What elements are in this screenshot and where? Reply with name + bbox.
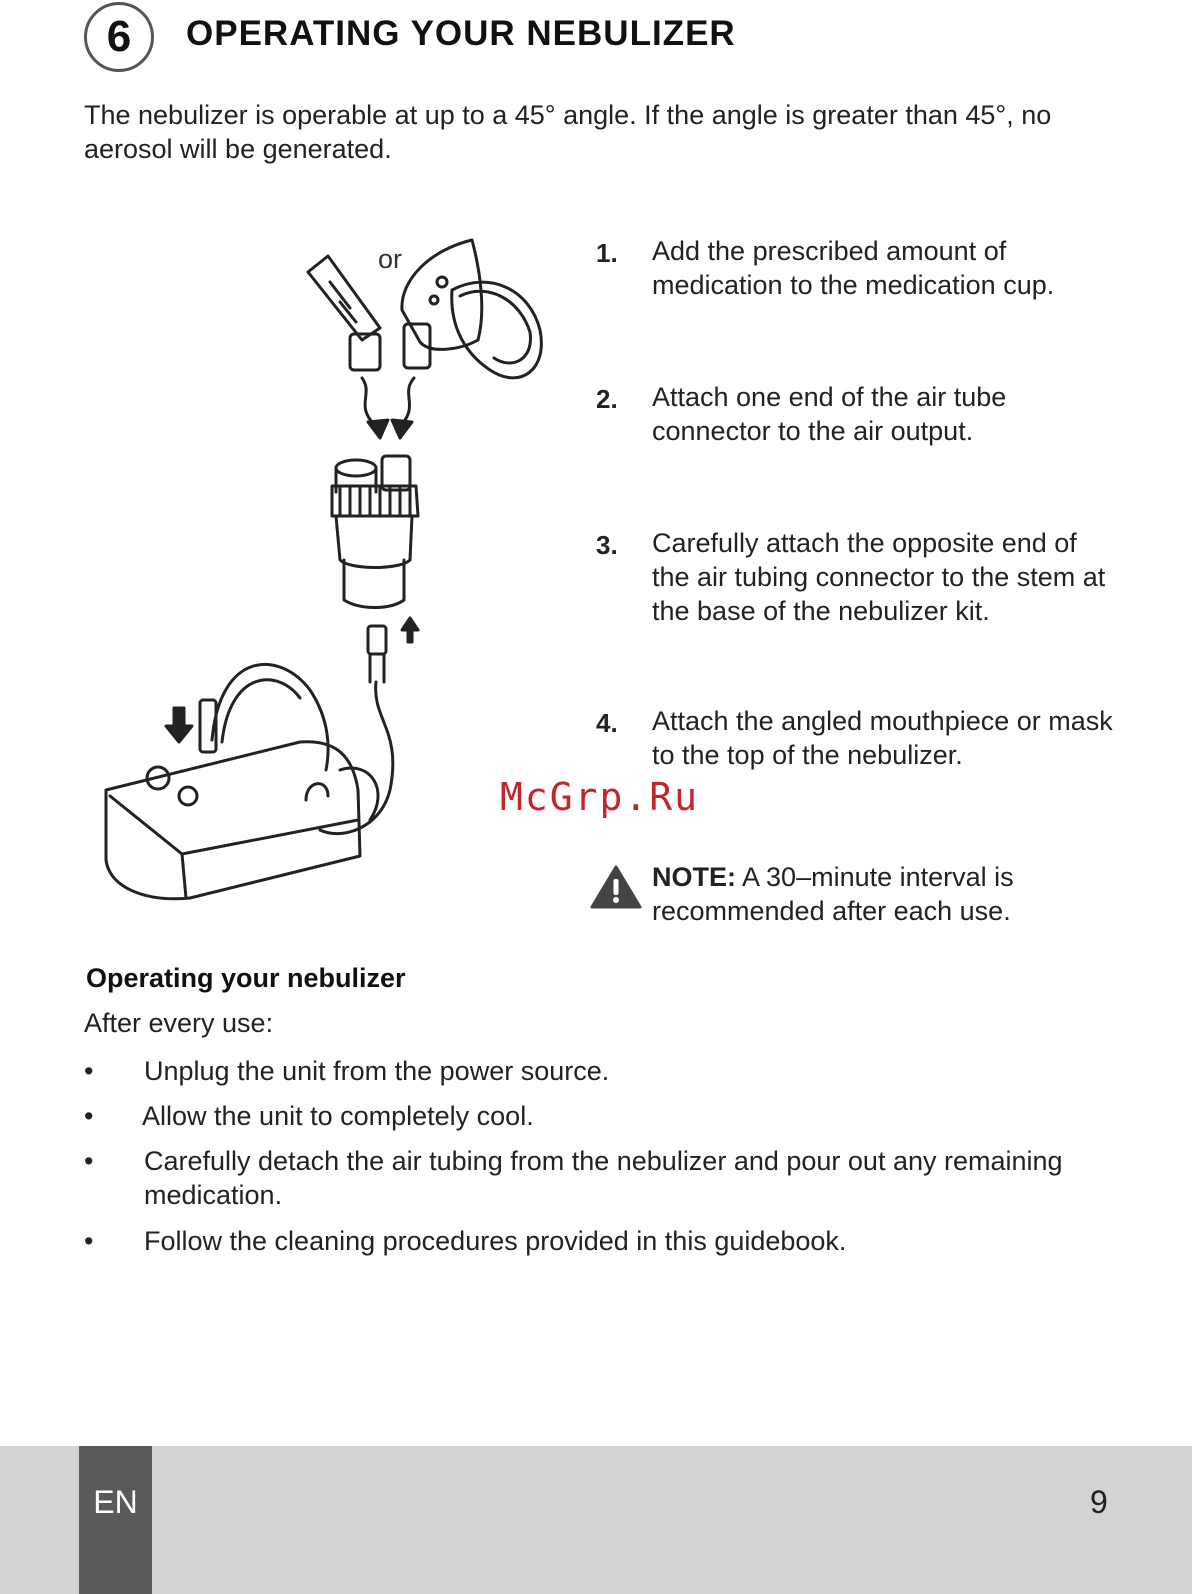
list-item-text: Carefully detach the air tubing from the… xyxy=(144,1146,1063,1210)
bullet-icon: • xyxy=(84,1101,94,1131)
step-3-number: 3. xyxy=(596,530,618,560)
list-item-text: Unplug the unit from the power source. xyxy=(144,1056,610,1086)
or-label: or xyxy=(378,244,403,274)
arrow-up xyxy=(400,616,420,644)
step-4-number: 4. xyxy=(596,708,618,738)
sub-heading: Operating your nebulizer xyxy=(86,963,406,993)
language-tab: EN xyxy=(79,1446,152,1594)
bullet-icon: • xyxy=(84,1226,94,1256)
mask-drawing xyxy=(400,238,543,380)
tube-connector-drawing xyxy=(210,624,395,836)
note-text: NOTE: A 30–minute interval is recommende… xyxy=(652,860,1114,928)
bullet-icon: • xyxy=(84,1056,94,1086)
bullet-icon: • xyxy=(84,1146,94,1176)
step-4-text: Attach the angled mouthpiece or mask to … xyxy=(652,706,1113,770)
list-item-text: Allow the unit to completely cool. xyxy=(142,1101,534,1131)
insert-arrows xyxy=(360,376,416,440)
compressor-drawing xyxy=(104,698,380,901)
note-body: A 30–minute interval is recommended afte… xyxy=(652,862,1014,926)
intro-paragraph: The nebulizer is operable at up to a 45°… xyxy=(84,100,1052,164)
nebulizer-illustration xyxy=(104,238,543,901)
step-1-text: Add the prescribed amount of medication … xyxy=(652,236,1055,300)
nebulizer-cup-drawing xyxy=(330,454,420,609)
watermark: McGrp.Ru xyxy=(500,775,700,819)
page-footer xyxy=(0,1446,1192,1594)
section-number-badge: 6 xyxy=(84,2,154,72)
language-label: EN xyxy=(93,1484,138,1520)
warning-triangle-icon xyxy=(590,865,642,909)
note-label: NOTE: xyxy=(652,862,736,892)
list-item-text: Follow the cleaning procedures provided … xyxy=(144,1226,847,1256)
section-number: 6 xyxy=(106,12,132,61)
after-use-label: After every use: xyxy=(84,1008,274,1038)
mouthpiece-drawing xyxy=(306,254,382,372)
section-title: OPERATING YOUR NEBULIZER xyxy=(186,14,736,53)
page-number: 9 xyxy=(1090,1484,1108,1520)
arrow-down xyxy=(164,706,194,744)
step-2-text: Attach one end of the air tube connector… xyxy=(652,382,1007,446)
step-1-number: 1. xyxy=(596,238,618,268)
step-2-number: 2. xyxy=(596,384,618,414)
step-3-text: Carefully attach the opposite end of the… xyxy=(652,528,1106,626)
